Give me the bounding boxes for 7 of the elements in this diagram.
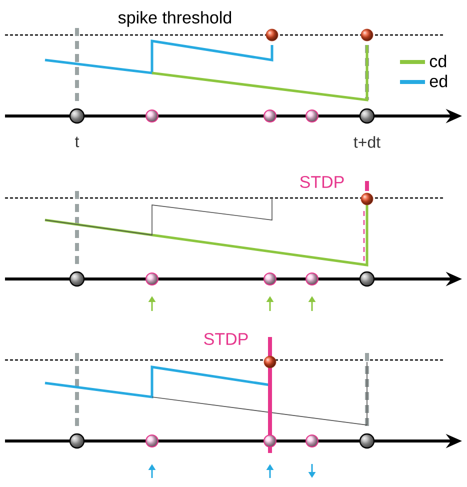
legend-label: cd (430, 54, 446, 68)
stdp-label: STDP (300, 176, 344, 188)
stdp-label: STDP (204, 332, 248, 346)
legend-label: ed (430, 74, 447, 88)
threshold-label: spike threshold (116, 10, 234, 28)
axis-label: t+dt (354, 136, 380, 148)
axis-label: t (75, 136, 80, 148)
